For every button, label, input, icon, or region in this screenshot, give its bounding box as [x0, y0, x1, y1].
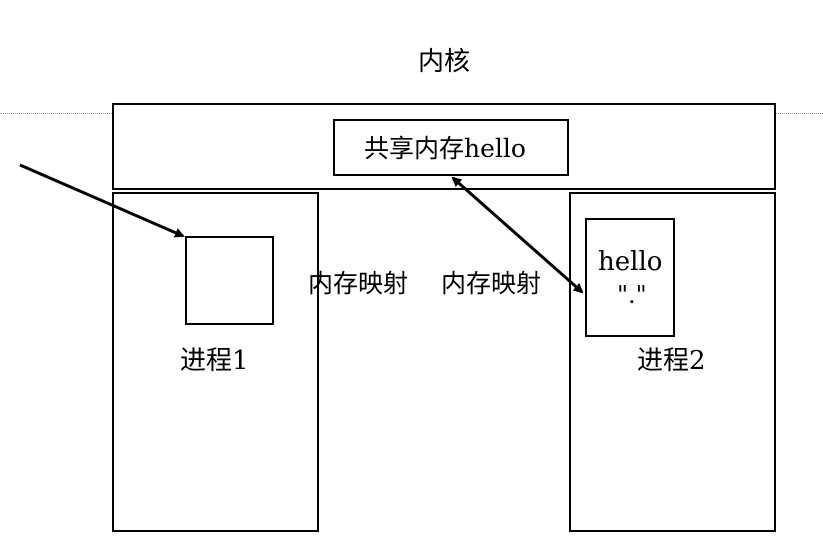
kernel-title: 内核	[418, 47, 471, 77]
guide-line-right	[776, 113, 823, 114]
process2-buffer-subtext: "."	[617, 281, 647, 309]
incoming-arrow	[19, 163, 185, 238]
guide-line-left	[0, 113, 112, 114]
kernel-box	[112, 103, 776, 190]
process2-label: 进程2	[637, 346, 706, 376]
shared-memory-box	[333, 119, 569, 176]
process2-memory-box	[585, 218, 675, 337]
mapping-label-left: 内存映射	[308, 269, 409, 298]
shared-mapping-arrow	[451, 176, 584, 294]
process1-box	[112, 192, 319, 532]
shared-memory-label: 共享内存hello	[364, 134, 526, 163]
process1-memory-box	[185, 236, 274, 325]
process2-box	[569, 192, 776, 532]
process2-buffer-text: hello	[598, 247, 663, 277]
process1-label: 进程1	[180, 346, 249, 376]
